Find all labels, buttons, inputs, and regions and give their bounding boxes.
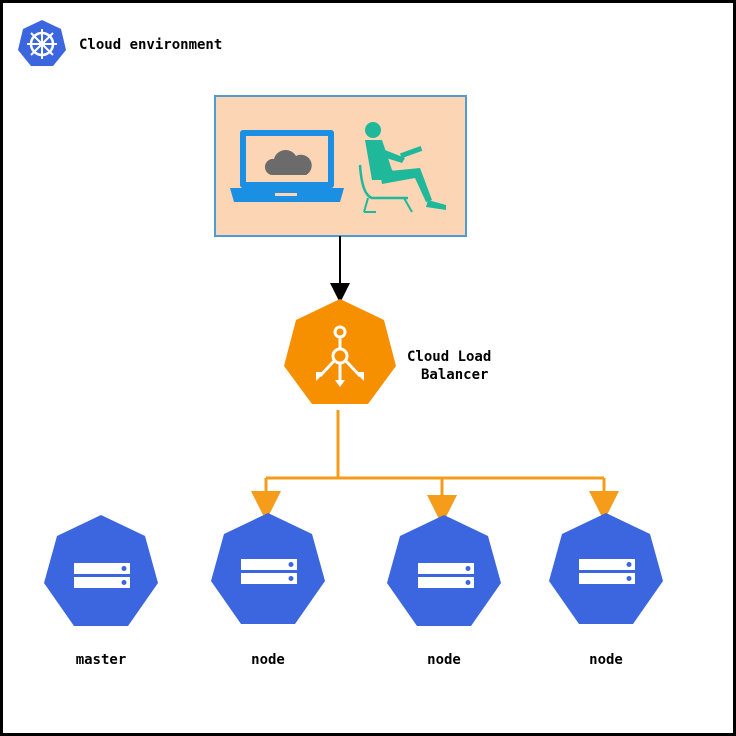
server-icon: [579, 559, 635, 584]
node-label-2: node: [427, 652, 461, 668]
lb-to-nodes-connectors: [251, 410, 619, 525]
server-icon: [74, 563, 130, 588]
load-balancer-shape: [284, 299, 396, 404]
load-balancer-label-line1: Cloud Load: [407, 349, 491, 365]
load-balancer-label-line2: Balancer: [421, 367, 488, 383]
diagram-title: Cloud environment: [79, 37, 222, 53]
client-panel: [214, 95, 467, 237]
cluster-node-3: [549, 513, 663, 624]
cluster-node-master: [44, 515, 158, 626]
person-with-laptop-icon: [358, 122, 446, 213]
cluster-node-2: [387, 515, 501, 626]
node-label-1: node: [251, 652, 285, 668]
kubernetes-helm-icon: [18, 20, 66, 66]
server-icon: [241, 559, 297, 584]
cluster-node-1: [211, 513, 325, 624]
laptop-cloud-icon: [230, 130, 344, 202]
server-icon: [418, 563, 474, 588]
node-label-master: master: [76, 652, 127, 668]
node-label-3: node: [589, 652, 623, 668]
